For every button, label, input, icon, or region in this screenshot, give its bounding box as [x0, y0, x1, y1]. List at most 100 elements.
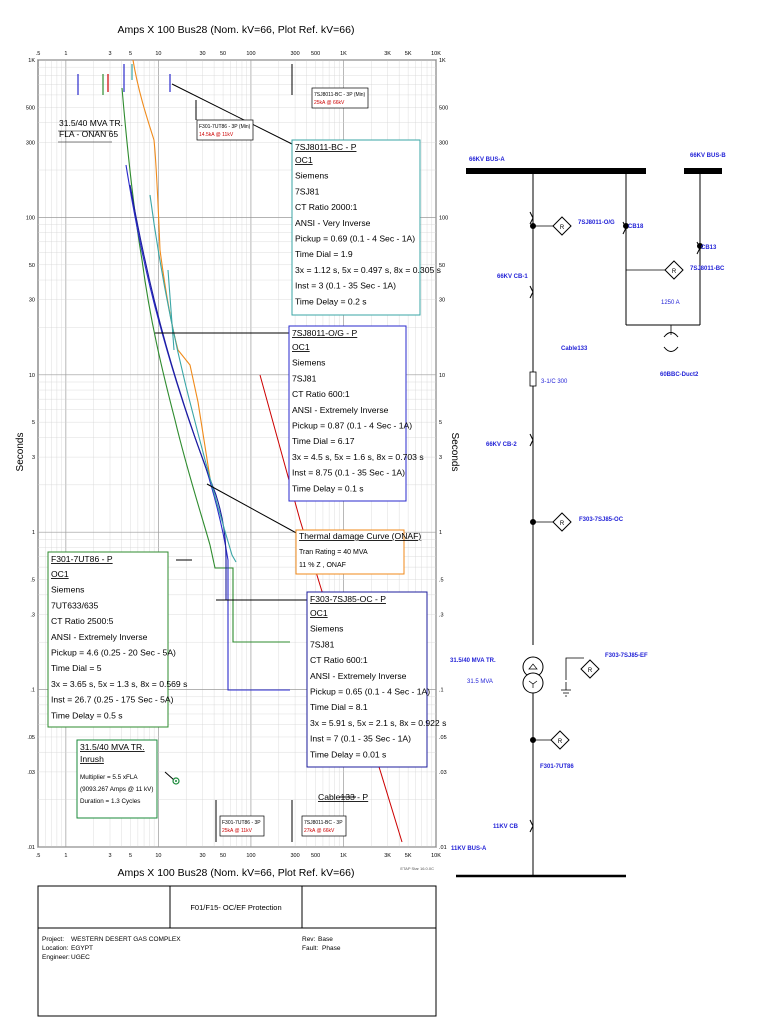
x-tick-label: 3K	[384, 51, 391, 57]
x-tick-label: 5	[129, 51, 132, 57]
svg-text:F301-7UT86 - 3P: F301-7UT86 - 3P	[222, 820, 261, 826]
y-tick-label: 3	[439, 455, 442, 461]
y-tick-label: 300	[26, 140, 35, 146]
y-tick-label: 30	[439, 298, 445, 304]
relay-setting-line: Pickup = 0.87 (0.1 - 4 Sec - 1A)	[292, 421, 412, 431]
relay-setting-line: Time Delay = 0.01 s	[310, 749, 386, 759]
tcc-plot: Amps X 100 Bus28 (Nom. kV=66, Plot Ref. …	[15, 24, 460, 879]
reactor-icon	[663, 325, 679, 352]
tag-ut86-min: F301-7UT86 - 3P (Min) 14.5kA @ 11kV	[196, 119, 254, 141]
relay-ef-icon	[561, 657, 600, 697]
relay-setting-line: Inst = 3 (0.1 - 35 Sec - 1A)	[295, 281, 396, 291]
y-tick-label: .1	[439, 688, 444, 694]
x-tick-label: 5K	[405, 853, 412, 859]
y-tick-label: .03	[439, 770, 447, 776]
svg-text:25kA @ 11kV: 25kA @ 11kV	[222, 828, 253, 834]
inrush-box: 31.5/40 MVA TR. Inrush Multiplier = 5.5 …	[76, 739, 158, 819]
relay-setting-line: 3x = 3.65 s, 5x = 1.3 s, 8x = 0.569 s	[51, 679, 187, 689]
relay-setting-line: OC1	[292, 342, 310, 352]
thermal-box: Thermal damage Curve (ONAF) Tran Rating …	[295, 529, 421, 575]
sld-reactor-rating: 1250 A	[661, 300, 680, 306]
relay-setting-line: Time Dial = 6.17	[292, 436, 355, 446]
relay-setting-line: 3x = 5.91 s, 5x = 2.1 s, 8x = 0.922 s	[310, 718, 446, 728]
x-tick-label: 10	[155, 51, 161, 57]
relay-bc-icon	[626, 260, 684, 280]
y-tick-label: 500	[439, 105, 448, 111]
relay-setting-line: Siemens	[292, 358, 325, 368]
svg-text:7SJ8011-BC - 3P: 7SJ8011-BC - 3P	[304, 820, 343, 826]
svg-text:F303-7SJ85-OC - P: F303-7SJ85-OC - P	[310, 594, 386, 604]
sld-tr-rating: 31.5 MVA	[467, 679, 493, 685]
oc-curve	[129, 184, 290, 601]
relay-ut86-icon	[535, 730, 570, 750]
sld-relay-oc: F303-7SJ85-OC	[579, 517, 624, 523]
x-tick-label: 1K	[340, 51, 347, 57]
y-tick-label: 5	[439, 420, 442, 426]
y-tick-label: .1	[30, 688, 35, 694]
y-tick-label: .3	[439, 613, 444, 619]
svg-text:27kA @ 66kV: 27kA @ 66kV	[304, 828, 335, 834]
leader-lines	[155, 83, 356, 798]
svg-text:Location:: Location:	[42, 945, 69, 952]
x-tick-label: 10K	[431, 51, 441, 57]
svg-text:31.5/40 MVA TR.: 31.5/40 MVA TR.	[80, 742, 145, 752]
ut86-curve	[121, 87, 290, 643]
relay-setting-line: Siemens	[51, 585, 84, 595]
relay-oc-icon	[535, 512, 572, 532]
relay-setting-line: Pickup = 0.65 (0.1 - 4 Sec - 1A)	[310, 687, 430, 697]
svg-text:Project:: Project:	[42, 936, 64, 943]
y-tick-label: 1K	[439, 58, 446, 64]
x-tick-label: 300	[290, 853, 299, 859]
x-tick-label: 300	[290, 51, 299, 57]
relay-og-icon	[535, 216, 572, 236]
y-axis-label-right: Seconds	[449, 433, 460, 472]
single-line-diagram	[456, 168, 722, 878]
relay-setting-line: Inst = 8.75 (0.1 - 35 Sec - 1A)	[292, 468, 405, 478]
sld-bus-a: 66KV BUS-A	[469, 157, 505, 163]
footer-engineer: UGEC	[71, 954, 90, 961]
y-tick-label: .01	[27, 845, 35, 851]
y-tick-label: 50	[439, 263, 445, 269]
svg-text:Rev:: Rev:	[302, 936, 316, 943]
y-tick-label: 500	[26, 105, 35, 111]
footer-project: WESTERN DESERT GAS COMPLEX	[71, 936, 181, 943]
y-tick-label: .3	[30, 613, 35, 619]
x-tick-label: 1K	[340, 853, 347, 859]
relay-setting-line: Time Dial = 5	[51, 663, 102, 673]
svg-text:25kA @ 66kV: 25kA @ 66kV	[314, 100, 345, 106]
inrush-point-icon	[172, 777, 180, 785]
footer-title: F01/F15- OC/EF Protection	[190, 903, 281, 912]
transformer-fla-label-1: 31.5/40 MVA TR.	[59, 118, 123, 128]
svg-text:F301-7UT86 - 3P (Min): F301-7UT86 - 3P (Min)	[199, 124, 251, 130]
relay-setting-line: Time Delay = 0.1 s	[292, 483, 364, 493]
y-tick-label: 100	[439, 215, 448, 221]
y-tick-label: 5	[32, 420, 35, 426]
sld-cb18: CB18	[628, 224, 644, 230]
footer-rev: Base	[318, 936, 333, 943]
y-axis-label-left: Seconds	[15, 433, 26, 472]
inrush-line: (9093.267 Amps @ 11 kV)	[80, 786, 153, 793]
sld-relay-ut86: F301-7UT86	[540, 764, 574, 770]
relay-setting-line: Siemens	[310, 624, 343, 634]
svg-text:R: R	[672, 269, 677, 275]
y-tick-label: .5	[439, 578, 444, 584]
svg-text:7SJ8011-O/G - P: 7SJ8011-O/G - P	[292, 328, 358, 338]
x-tick-label: 3K	[384, 853, 391, 859]
x-tick-label: 500	[311, 51, 320, 57]
y-tick-label: 1	[32, 530, 35, 536]
relay-setting-line: OC1	[310, 608, 328, 618]
y-tick-label: 1	[439, 530, 442, 536]
y-tick-label: 10	[439, 373, 445, 379]
relay-setting-line: ANSI - Extremely Inverse	[310, 671, 407, 681]
relay-setting-line: 7SJ81	[292, 373, 317, 383]
top-axis-title: Amps X 100 Bus28 (Nom. kV=66, Plot Ref. …	[118, 24, 355, 36]
relay-setting-line: Siemens	[295, 171, 328, 181]
transformer-icon	[522, 656, 544, 694]
svg-text:Engineer:: Engineer:	[42, 954, 70, 961]
relay-setting-line: 7UT633/635	[51, 600, 99, 610]
sld-cable-size: 3-1/C 300	[541, 379, 568, 385]
tag-ut86-3p: F301-7UT86 - 3P 25kA @ 11kV	[219, 815, 265, 837]
x-tick-label: 1	[64, 51, 67, 57]
x-tick-label: .5	[36, 51, 41, 57]
